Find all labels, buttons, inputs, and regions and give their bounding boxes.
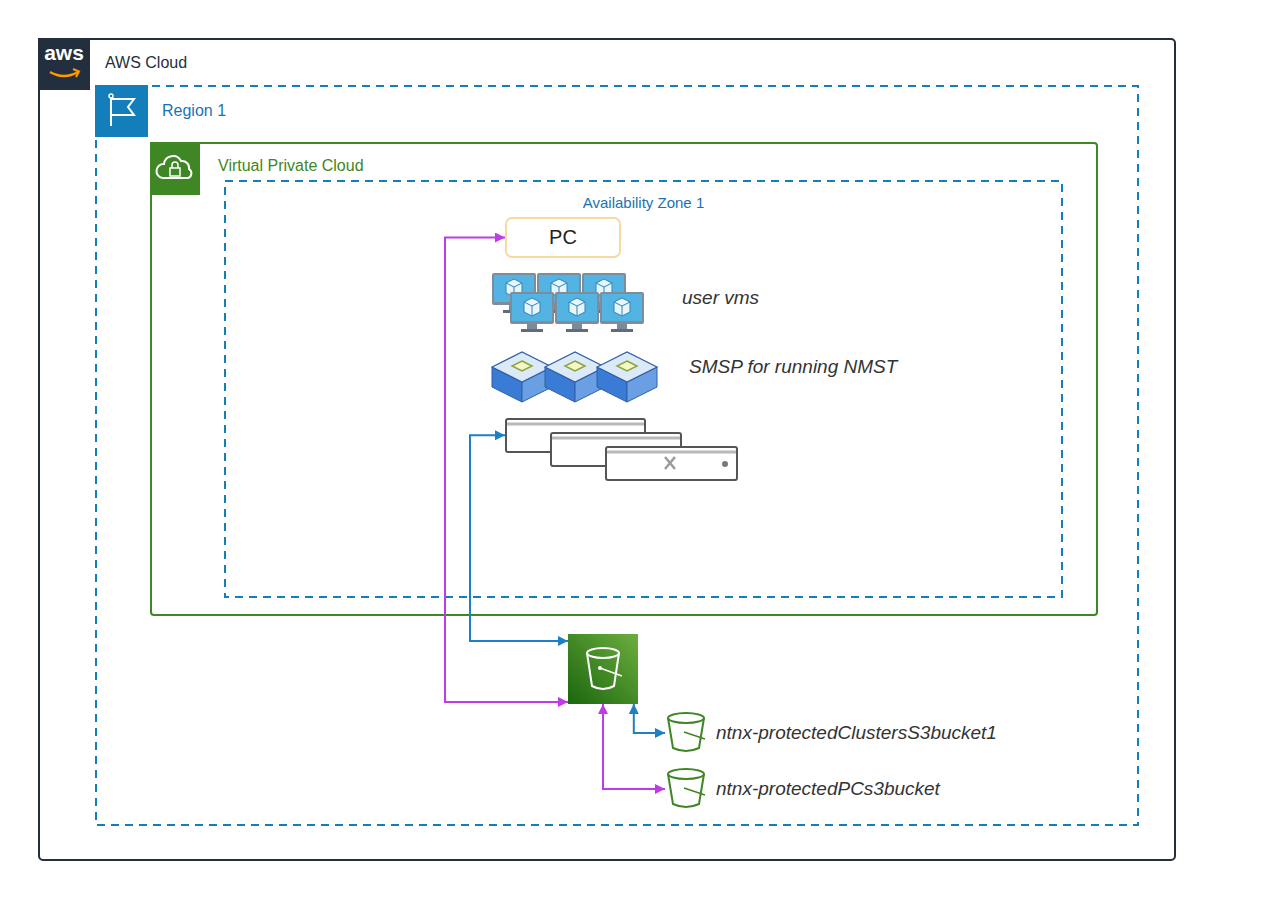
server-band (507, 423, 644, 426)
prism-central-box: PC (505, 217, 621, 258)
vpc-icon (150, 142, 200, 195)
s3-bucket-dot (598, 666, 602, 670)
server-chassis (506, 419, 645, 452)
node-border (225, 181, 1062, 597)
flag-cloth (111, 99, 134, 115)
smsp-node (597, 352, 657, 402)
vm-monitor (537, 273, 581, 313)
cluster-servers (505, 418, 738, 482)
node-title: PC (505, 217, 621, 257)
node-outline (224, 180, 1063, 598)
node-title: AWS Cloud (105, 54, 187, 72)
flag-pole (110, 98, 112, 126)
aws-smile-arrow (73, 69, 79, 77)
bucket-body (668, 718, 704, 751)
server-chassis (606, 447, 737, 480)
vm-monitor (510, 292, 554, 332)
s3-bucket-rim (587, 648, 619, 658)
node-title: ntnx-protectedPCs3bucket (716, 767, 940, 811)
node-border (506, 218, 620, 257)
node-outline (150, 142, 1098, 616)
bucket-body (668, 774, 704, 807)
nutanix-mark (665, 457, 675, 469)
vpc-lock-shackle (172, 162, 178, 168)
s3-service (568, 634, 638, 704)
node-outline (38, 38, 1176, 861)
server-chassis (551, 433, 681, 466)
flag-knob (109, 94, 113, 98)
bucket-handle (684, 732, 705, 739)
node-border (96, 86, 1138, 825)
bucket-handle (684, 788, 705, 795)
node-title: Region 1 (162, 102, 226, 120)
bucket-rim (668, 713, 704, 723)
vm-monitor (555, 292, 599, 332)
server-band (552, 437, 680, 440)
bucket-rim (668, 769, 704, 779)
smsp-node (545, 352, 605, 402)
node-title: Availability Zone 1 (224, 194, 1063, 211)
vpc-cloud (156, 156, 191, 178)
s3-icon (568, 634, 638, 704)
node-title: ntnx-protectedClustersS3bucket1 (716, 711, 997, 755)
vm-monitor (582, 273, 626, 313)
node-border (39, 39, 1175, 860)
data-flow-arrow (445, 238, 568, 702)
server-led (722, 461, 728, 467)
server-band (607, 451, 736, 454)
availability-zone-group: Availability Zone 1 PC (224, 180, 1063, 598)
vm-monitor (600, 292, 644, 332)
s3-bucket: ntnx-protectedClustersS3bucket1 (665, 711, 1035, 755)
s3-bucket-handle (600, 668, 622, 676)
s3-bucket: ntnx-protectedPCs3bucket (665, 767, 985, 811)
data-flow-arrow (603, 704, 665, 789)
s3-bucket-body (587, 653, 619, 689)
data-flow-arrow (470, 435, 568, 641)
region-group: Region 1 Virtual Private CloudAvailabilit… (95, 85, 1139, 826)
region-icon (95, 85, 148, 137)
node-border (151, 143, 1097, 615)
node-title: Virtual Private Cloud (218, 157, 364, 175)
aws-logo (38, 38, 90, 90)
aws-smile (50, 72, 78, 76)
data-flow-arrow (634, 704, 665, 733)
vpc-lock (170, 168, 180, 176)
vpc-group: Virtual Private CloudAvailability Zone 1… (150, 142, 1098, 616)
aws-cloud-group: AWS CloudRegion 1 Virtual Private CloudAv… (38, 38, 1176, 861)
smsp-node (492, 352, 552, 402)
vm-monitor (492, 273, 536, 313)
